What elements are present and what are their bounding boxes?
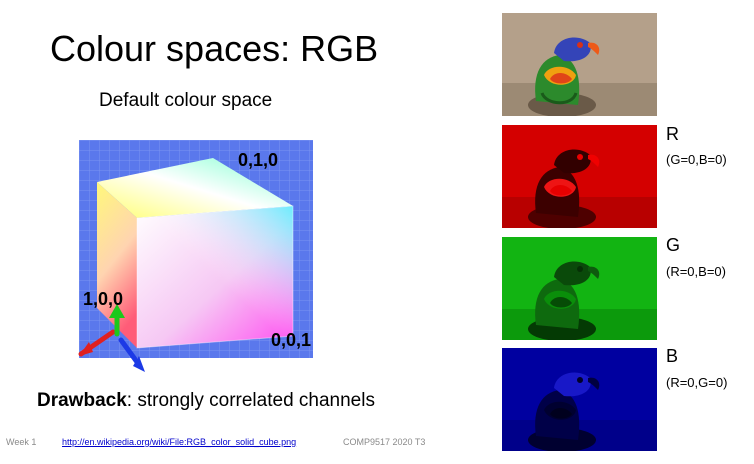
channel-b-condition: (R=0,G=0) — [666, 375, 728, 390]
parrot-photo-green-channel — [502, 237, 657, 340]
channel-g-letter: G — [666, 235, 681, 255]
parrot-photo-red-channel — [502, 125, 657, 228]
slide-title: Colour spaces: RGB — [50, 28, 379, 69]
footer-source-link[interactable]: http://en.wikipedia.org/wiki/File:RGB_co… — [62, 437, 297, 447]
channel-r-letter: R — [666, 124, 679, 144]
footer-course: COMP9517 2020 T3 — [343, 437, 426, 447]
axis-blue — [118, 337, 140, 365]
drawback-note: Drawback: strongly correlated channels — [37, 390, 375, 412]
channel-r-condition: (G=0,B=0) — [666, 152, 727, 167]
parrot-photo-blue-channel — [502, 348, 657, 451]
cube-top-face — [97, 158, 293, 218]
drawback-label: Drawback — [37, 390, 127, 411]
channel-b-letter: B — [666, 346, 679, 366]
parrot-photo-original — [502, 13, 657, 116]
rgb-cube-figure: 0,1,0 1,0,0 0,0,1 — [78, 140, 313, 372]
label-top-vertex: 0,1,0 — [238, 150, 278, 170]
footer-week: Week 1 — [6, 437, 37, 447]
channel-g-condition: (R=0,B=0) — [666, 264, 726, 279]
slide-subtitle: Default colour space — [99, 90, 273, 111]
label-right-vertex: 0,0,1 — [271, 330, 311, 350]
drawback-text: : strongly correlated channels — [126, 390, 375, 411]
label-left-vertex: 1,0,0 — [83, 289, 123, 309]
cube-left-face — [97, 182, 137, 348]
